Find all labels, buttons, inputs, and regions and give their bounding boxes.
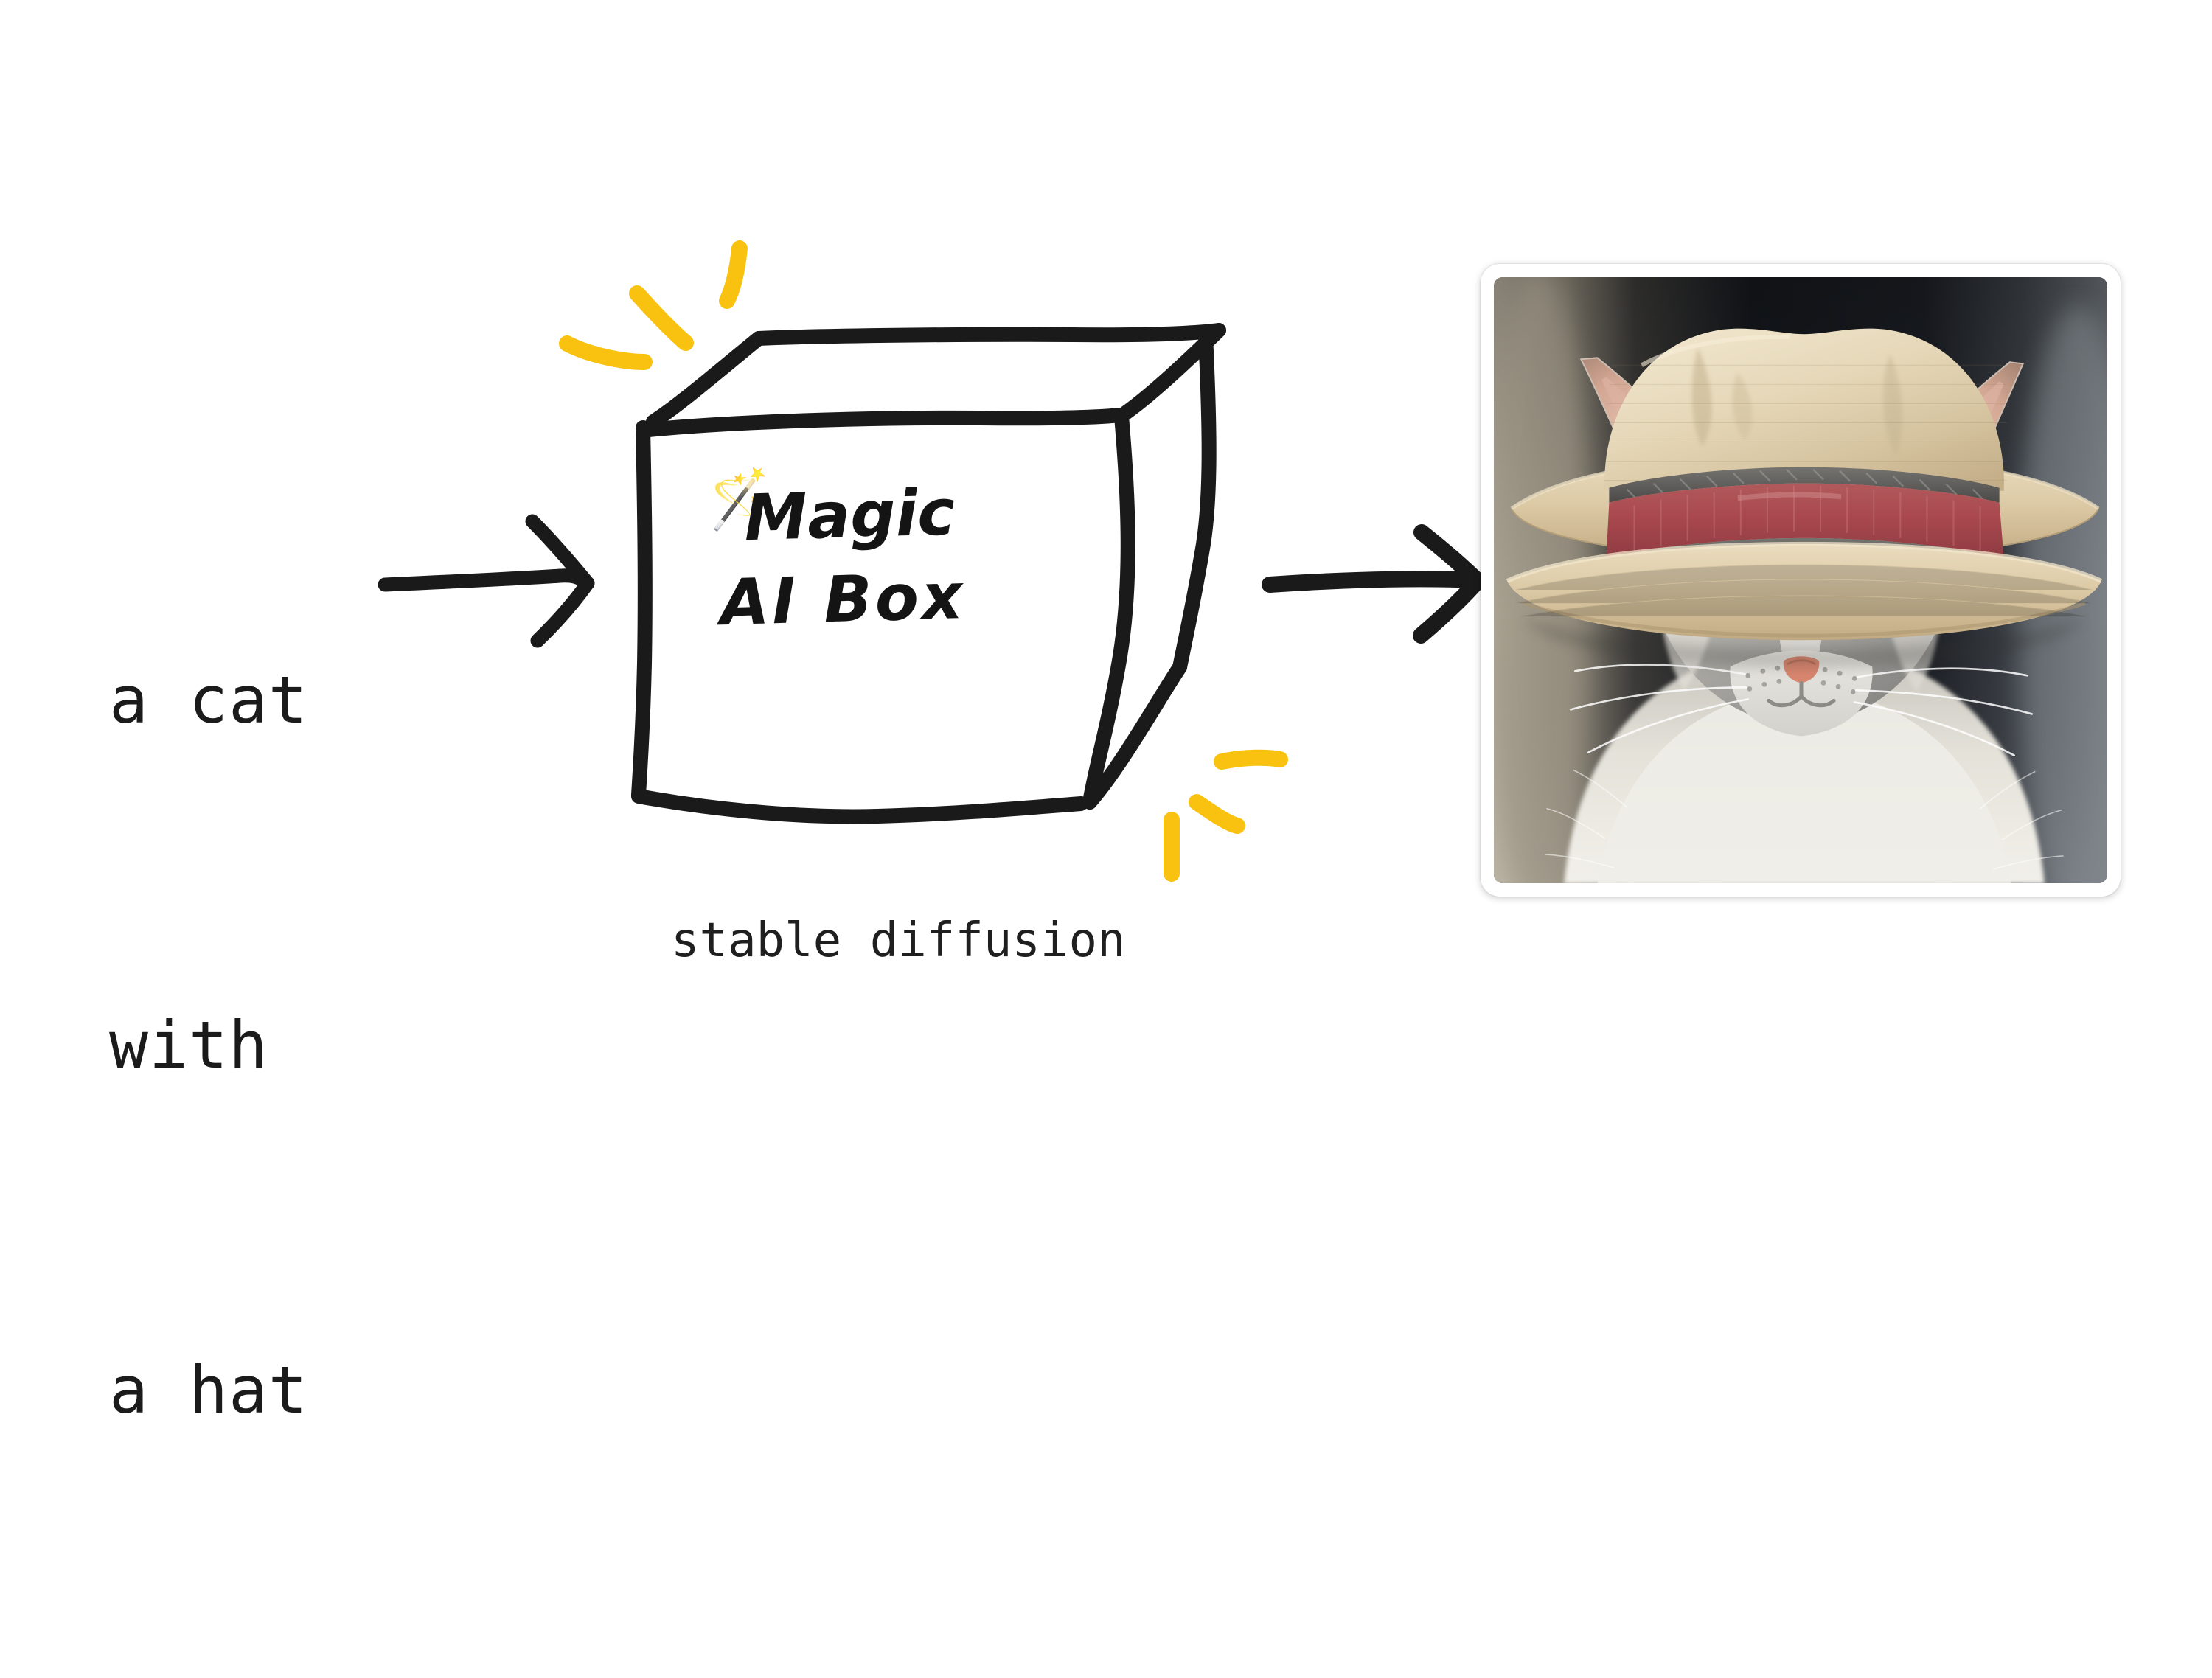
prompt-text-block: a cat with a hat [109,413,448,1678]
sparkle-cluster-bottom-right [1163,749,1288,882]
sparkle-cluster-top-left [559,240,748,370]
sparkle-stroke-5 [1189,794,1245,834]
sparkle-stroke-2 [629,285,694,351]
cube-edge-top-back [751,323,1226,346]
cat-with-hat-illustration [1494,277,2107,883]
prompt-line-3: a hat [109,1352,308,1428]
cube-edge-front-top [641,408,1128,437]
cube-edge-right-bottom [1082,660,1187,810]
sparkle-stroke-4 [1214,749,1288,770]
box-label-line-2: AI Box [719,559,967,641]
generated-image-card[interactable] [1481,264,2121,897]
prompt-line-1: a cat [109,662,308,738]
generated-cat-photo [1494,277,2107,883]
box-label-line-1: Magic [743,476,956,556]
box-to-output-arrow [1262,524,1486,644]
diagram-canvas: a cat with a hat [109,240,2121,1428]
cube-edge-top-right-diag [1116,323,1226,422]
cube-edge-front-bottom [631,789,1088,824]
hat-crown [1604,328,2007,491]
model-caption: stable diffusion [671,913,1126,968]
cube-edge-top-left-diag [646,331,766,429]
sparkle-stroke-3 [559,335,653,370]
cube-edge-right-outer [1172,328,1217,675]
box-label: Magic AI Box [717,470,1105,641]
hat-brim-front [1506,541,2103,669]
prompt-line-2: with [109,1007,268,1083]
sparkle-stroke-1 [719,240,748,309]
cube-edge-front-left [631,420,653,802]
